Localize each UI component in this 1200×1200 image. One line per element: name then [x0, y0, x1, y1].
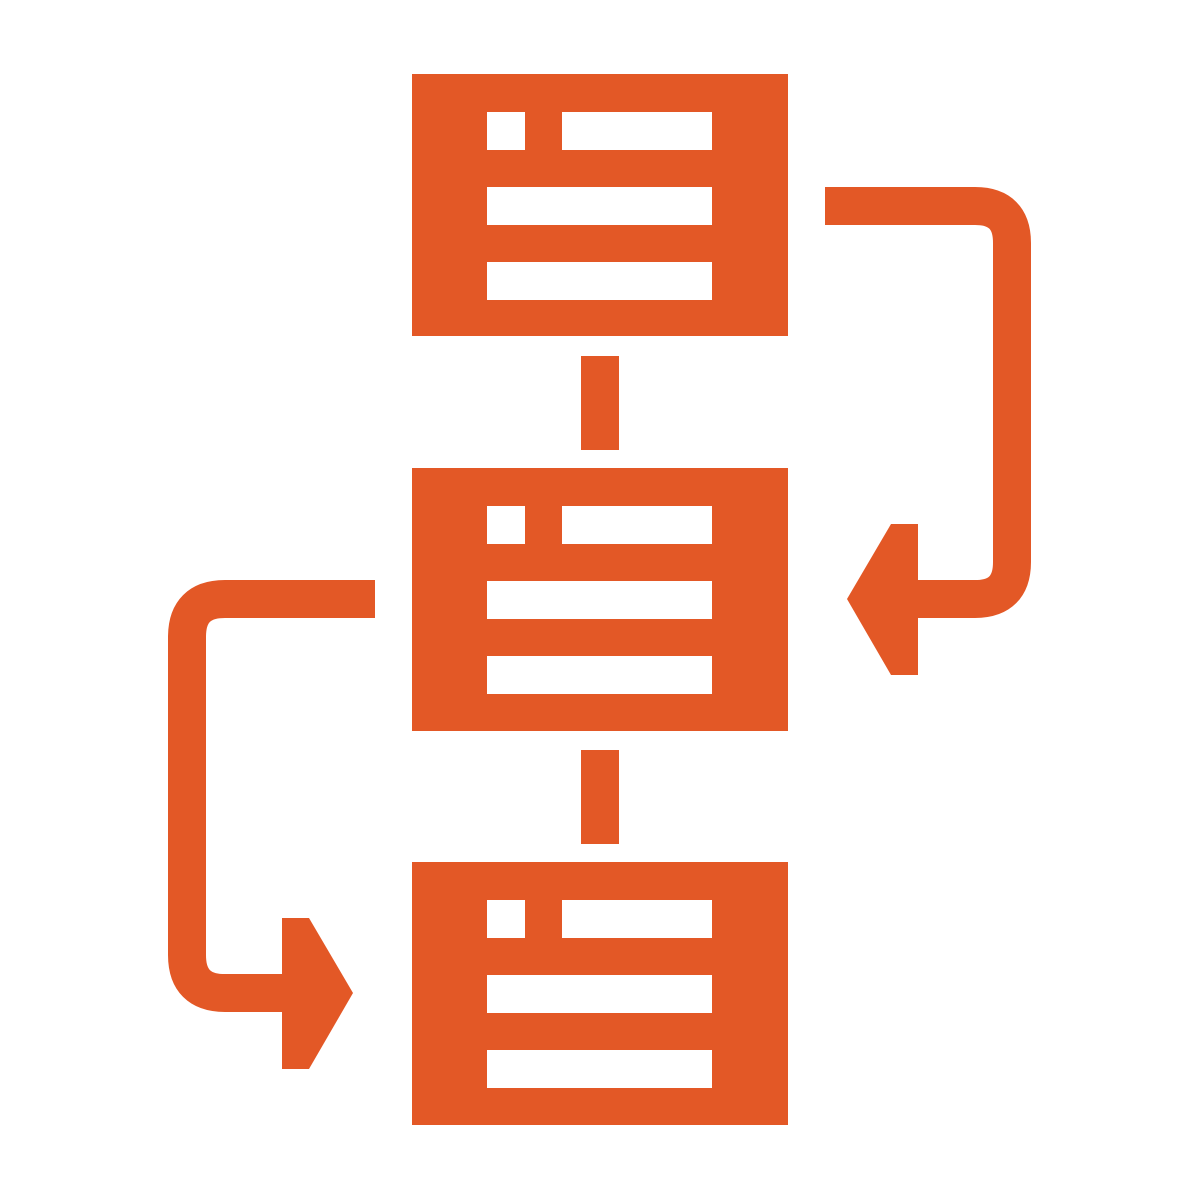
- flowchart-node-1: [412, 74, 788, 336]
- arrowhead-right-icon: [282, 918, 353, 1069]
- connector-1-2: [581, 356, 619, 450]
- arrowhead-left-icon: [847, 524, 918, 675]
- loop-arrow-left: [168, 580, 375, 1069]
- loop-arrow-right: [825, 187, 1031, 675]
- flowchart-node-3: [412, 862, 788, 1125]
- flowchart-node-2: [412, 468, 788, 731]
- connector-2-3: [581, 750, 619, 844]
